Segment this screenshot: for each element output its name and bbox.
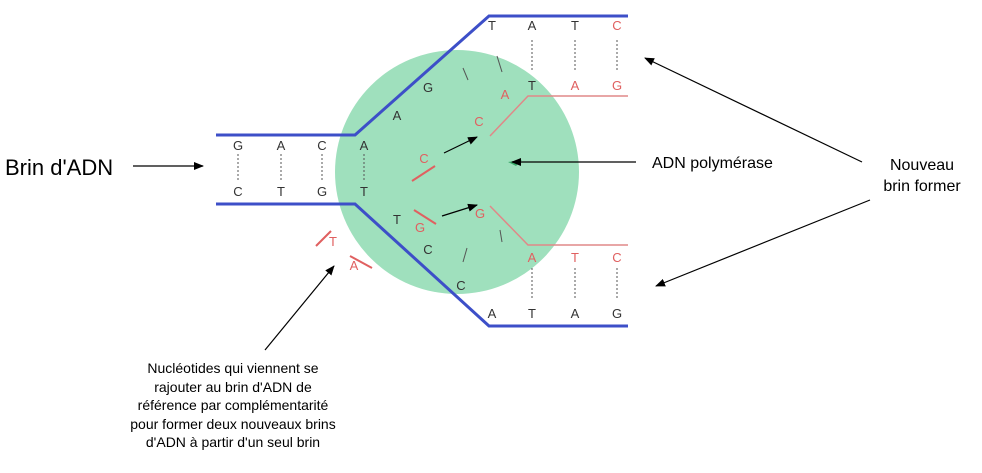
arrow-to-new-strand-lower <box>655 199 871 287</box>
nuc-upper-strand-5: T <box>571 18 579 33</box>
nuc-lower-strand-4: A <box>488 306 497 321</box>
nuc-upper-new-2: A <box>501 87 510 102</box>
nuc-free-upper: C <box>419 151 428 166</box>
nuc-upper-strand-2: G <box>423 80 433 95</box>
label-nouveau-line2: brin former <box>883 178 961 195</box>
nuc-lower-strand-5: T <box>528 306 536 321</box>
nuc-outside-2-bar <box>349 255 373 269</box>
nuc-lower-strand-6: A <box>571 306 580 321</box>
parent-strand-top <box>216 14 628 137</box>
note-line: Nucléotides qui viennent se <box>147 360 319 376</box>
nuc-parent-top-4: A <box>360 138 369 153</box>
label-brin-adn: Brin d'ADN <box>5 155 113 180</box>
nuc-lower-strand-7: G <box>612 306 622 321</box>
nuc-upper-new-4: A <box>571 78 580 93</box>
nuc-lower-strand-2: C <box>423 242 432 257</box>
arrow-to-lower-new-strand <box>441 203 478 217</box>
nuc-upper-strand-6: C <box>612 18 621 33</box>
dna-polymerase-circle <box>335 50 579 294</box>
nuc-lower-strand-3: C <box>456 278 465 293</box>
label-nouveau-line1: Nouveau <box>890 157 954 174</box>
nuc-upper-strand-1: A <box>393 108 402 123</box>
note-free-nucleotides: Nucléotides qui viennent se rajouter au … <box>88 359 378 452</box>
note-line: d'ADN à partir d'un seul brin <box>145 434 321 450</box>
nuc-upper-new-5: G <box>612 78 622 93</box>
parent-strand-bottom <box>216 202 628 328</box>
nuc-upper-new-3: T <box>528 78 536 93</box>
nuc-parent-top-3: C <box>317 138 326 153</box>
nuc-parent-top-1: G <box>233 138 243 153</box>
nuc-free-upper-bar <box>411 165 436 182</box>
nuc-lower-new-3: T <box>571 250 579 265</box>
nuc-lower-new-4: C <box>612 250 621 265</box>
nuc-parent-bottom-4: T <box>360 184 368 199</box>
nuc-outside-2: A <box>350 258 359 273</box>
nuc-outside-1-bar <box>315 230 332 247</box>
nuc-parent-bottom-1: C <box>233 184 242 199</box>
arrow-to-free-nucleotides <box>264 265 335 351</box>
nuc-parent-bottom-2: T <box>277 184 285 199</box>
note-line: pour former deux nouveaux brins <box>130 415 336 432</box>
new-strand-lower <box>489 205 628 246</box>
nuc-lower-new-2: A <box>528 250 537 265</box>
nuc-lower-new-1: G <box>475 206 485 221</box>
arrow-to-upper-new-strand <box>443 136 478 154</box>
nuc-upper-new-1: C <box>474 114 483 129</box>
nuc-free-lower-bar <box>413 209 437 225</box>
note-line: référence par complémentarité <box>137 397 329 413</box>
nuc-upper-strand-4: A <box>528 18 537 33</box>
loose-base-bonds <box>462 55 503 263</box>
nuc-upper-strand-3: T <box>488 18 496 33</box>
nuc-lower-strand-1: T <box>393 212 401 227</box>
note-line: rajouter au brin d'ADN de <box>154 378 312 395</box>
nuc-free-lower: G <box>415 220 425 235</box>
label-adn-polymerase: ADN polymérase <box>652 155 773 172</box>
nuc-parent-bottom-3: G <box>317 184 327 199</box>
nuc-parent-top-2: A <box>277 138 286 153</box>
new-strand-upper <box>489 95 628 137</box>
arrow-to-new-strand-upper <box>644 57 863 163</box>
nuc-outside-1: T <box>329 234 337 249</box>
base-pair-bonds <box>237 40 618 300</box>
